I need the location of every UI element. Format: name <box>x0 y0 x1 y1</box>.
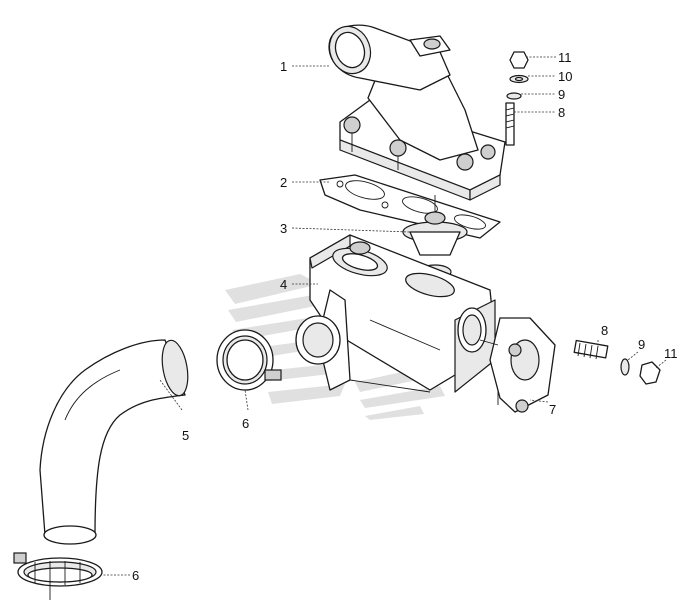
callout-2: 2 <box>280 175 287 190</box>
callout-9-right: 9 <box>638 337 645 352</box>
callout-5: 5 <box>182 428 189 443</box>
part-1-thermostat-cover <box>328 24 506 201</box>
part-5-hose <box>39 339 189 545</box>
top-stud-assembly <box>505 51 529 146</box>
right-stud-assembly <box>573 339 661 385</box>
callout-9-top: 9 <box>558 87 565 102</box>
callout-11-top: 11 <box>558 50 572 65</box>
callout-6-upper: 6 <box>242 416 249 431</box>
callout-10: 10 <box>558 69 572 84</box>
callout-8-right: 8 <box>601 323 608 338</box>
part-3-thermostat <box>402 195 468 280</box>
part-4-housing <box>295 234 496 393</box>
part-2-gasket <box>319 174 501 239</box>
callout-4: 4 <box>280 277 287 292</box>
callout-11-right: 11 <box>664 346 678 361</box>
part-6-clamp-lower <box>13 552 103 600</box>
callout-3: 3 <box>280 221 287 236</box>
callout-6-lower: 6 <box>132 568 139 583</box>
callout-1: 1 <box>280 59 287 74</box>
part-7-flange <box>479 317 556 413</box>
leader-lines <box>102 56 667 576</box>
part-6-clamp-upper <box>216 329 282 391</box>
callout-8-top: 8 <box>558 105 565 120</box>
callouts: 1 2 3 4 5 6 6 7 8 8 9 9 10 11 11 <box>132 50 678 583</box>
callout-7: 7 <box>549 402 556 417</box>
